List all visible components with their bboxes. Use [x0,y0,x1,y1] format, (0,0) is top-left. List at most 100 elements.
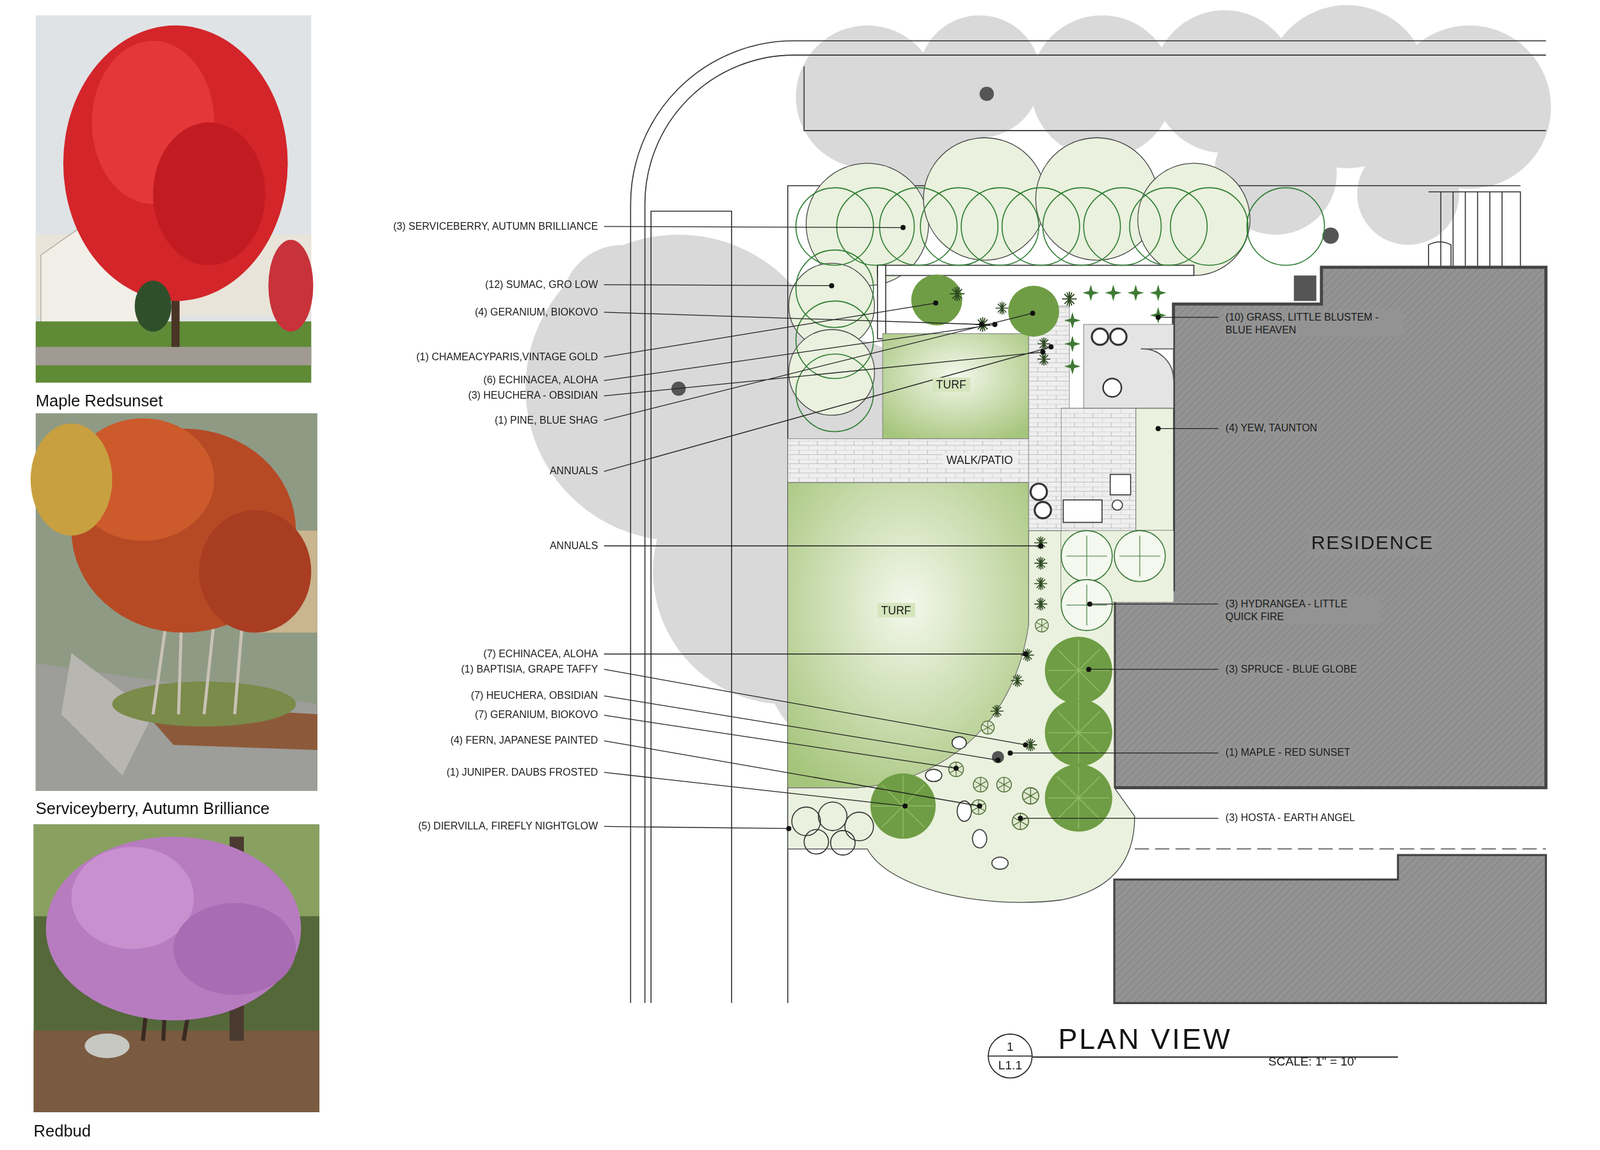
photo-redbud [33,824,320,1113]
photo-serviceberry [30,413,318,792]
residence [1114,855,1546,1003]
photo-serviceberry [30,423,113,536]
shrub-symbol [1008,285,1060,337]
perennial-symbol [1012,813,1030,831]
photo-caption: Serviceyberry, Autumn Brilliance [35,796,363,819]
perennial-symbol [1021,648,1035,662]
plant-callout: (1) PINE, BLUE SHAG [494,413,598,427]
serviceberry-symbol [1083,187,1161,265]
patio [1030,483,1048,501]
serviceberry-symbol [961,187,1039,265]
residence [1114,267,1546,1004]
shrub-symbol [791,807,821,836]
perennial-symbol [1150,307,1167,324]
plant-callout: (3) SPRUCE - BLUE GLOBE [1223,662,1360,676]
serviceberry-symbol [796,300,874,379]
photo-redbud [84,1033,130,1058]
shrub-symbol [972,829,987,848]
plant-callout: (3) SERVICEBERRY, AUTUMN BRILLIANCE [392,219,598,233]
area-label: TURF [876,602,916,617]
perennial-symbol [949,286,965,302]
canopy-trunk [1322,227,1339,245]
patio [1063,499,1103,523]
patio [1061,408,1136,531]
photo-maple [35,346,312,366]
sheet-number: 1 [1006,1040,1014,1054]
photo-card: Maple Redsunset [35,15,332,411]
road-curb [630,40,1546,1004]
patio [877,265,886,340]
area-label: TURF [931,377,971,392]
planting-bed [787,137,1250,903]
leader-dot [902,803,908,809]
plant-callout: (1) JUNIPER. DAUBS FROSTED [446,765,599,779]
leader-dot [828,282,834,288]
shrub-symbol [803,829,829,854]
leader-dot [1038,543,1044,549]
photo-maple [63,25,288,301]
photo-card: Serviceyberry, Autumn Brilliance [35,413,363,819]
perennial-symbol [996,777,1012,793]
leader-dot [992,321,998,328]
shrub-symbol [925,769,943,782]
road-curb [803,66,1546,131]
area-name: WALK/PATIO [946,454,1014,467]
area-name: TURF [881,604,912,617]
road-curb [630,40,1546,1004]
planting-bed [1136,408,1174,531]
photo-serviceberry [199,510,312,633]
area-name: TURF [936,378,967,392]
plant-callout: (3) HYDRANGEA - LITTLE QUICK FIRE [1223,597,1382,624]
plant-callout: (7) ECHINACEA, ALOHA [483,647,598,661]
serviceberry-symbol [796,353,874,432]
serviceberry-symbol [1002,187,1080,265]
residence [1114,848,1546,850]
photo-maple [268,240,313,332]
residence [1294,275,1317,301]
serviceberry-symbol [796,250,874,328]
photo-redbud [33,1030,320,1113]
patio [1034,501,1052,519]
road-curb [1428,192,1520,268]
shrub-symbol [952,736,967,749]
patio [1141,348,1174,380]
perennial-symbol [1037,337,1051,351]
patio [877,265,1194,276]
perennial-symbol [1064,335,1081,352]
plant-callout: (1) CHAMEACYPARIS,VINTAGE GOLD [416,350,599,364]
residence [1114,267,1546,788]
plant-callout: (10) GRASS, LITTLE BLUSTEM - BLUE HEAVEN [1223,310,1404,337]
photo-card: Redbud [33,824,322,1141]
plant-callout: (3) HEUCHERA - OBSIDIAN [467,388,598,402]
shrub-symbol [791,274,1166,870]
perennial-symbol [990,704,1004,718]
photo-redbud [173,903,296,995]
leader-dot [785,225,1161,832]
leader-dot [900,225,906,231]
plant-callout: (4) GERANIUM, BIOKOVO [474,305,598,319]
shrub-symbol [818,801,848,831]
plant-callout: (7) GERANIUM, BIOKOVO [474,708,598,722]
perennial-symbol [1150,284,1167,302]
serviceberry-symbol [836,187,914,265]
serviceberry-symbol [1170,187,1248,265]
area-label: RESIDENCE [1306,530,1438,555]
perennial-symbol [1022,787,1040,805]
photo-maple [35,15,312,383]
area-label: WALK/PATIO [942,453,1017,468]
existing-canopy [1357,142,1460,245]
photo-redbud [71,846,194,949]
perennial-symbol [1035,618,1049,632]
patio [1103,378,1122,398]
shrub-symbol [872,640,1110,838]
leader-dot [1087,601,1093,607]
shrub-symbol [1066,535,1161,626]
title-block [987,1055,1033,1057]
road-curb [1428,241,1451,268]
turf [882,333,1029,439]
plant-callout: (7) HEUCHERA, OBSIDIAN [471,688,598,703]
plant-callout: (4) YEW, TAUNTON [1223,421,1320,435]
